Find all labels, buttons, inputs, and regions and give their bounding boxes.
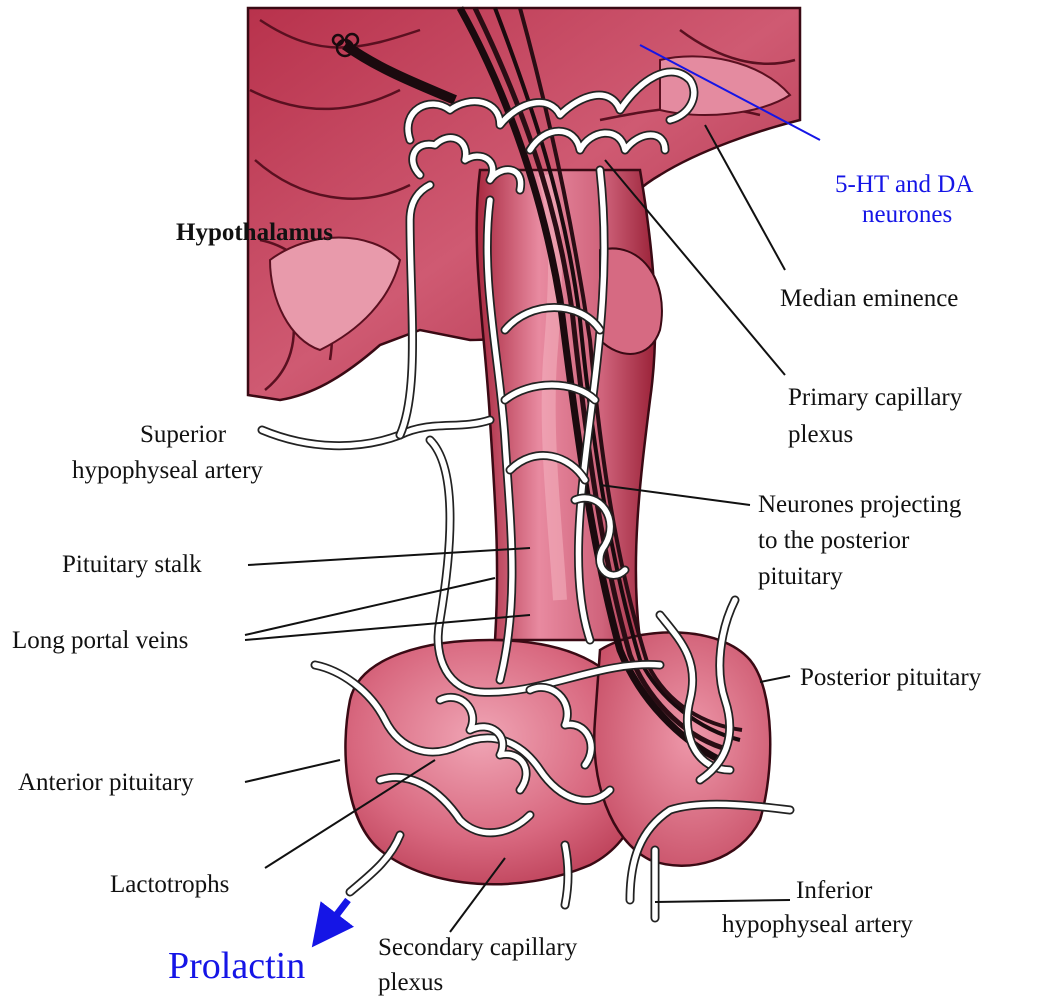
neurones-projecting-label-line1: Neurones projecting — [758, 491, 962, 518]
median-eminence-leader — [705, 125, 785, 270]
pituitary-stalk-label: Pituitary stalk — [62, 551, 202, 578]
anterior-pituitary-leader — [245, 760, 340, 782]
long-portal-leader-2 — [245, 615, 530, 640]
secondary-plexus-label-line2: plexus — [378, 969, 443, 996]
prolactin-arrow — [322, 900, 348, 934]
neurones-projecting-label-line2: to the posterior — [758, 527, 910, 554]
label-hypothalamus: Hypothalamus — [176, 219, 333, 246]
label-superior-artery: Superior hypophyseal artery — [72, 421, 263, 484]
ht-da-label-line2: neurones — [862, 201, 952, 228]
label-pituitary-stalk: Pituitary stalk — [62, 548, 530, 578]
neurones-projecting-label-line3: pituitary — [758, 563, 843, 590]
secondary-plexus-label-line1: Secondary capillary — [378, 934, 578, 961]
label-neurones-projecting: Neurones projecting to the posterior pit… — [600, 485, 962, 590]
lactotrophs-label: Lactotrophs — [110, 871, 229, 898]
long-portal-veins-label: Long portal veins — [12, 627, 188, 654]
long-portal-leader-1 — [245, 578, 495, 635]
posterior-pituitary-label: Posterior pituitary — [800, 664, 982, 691]
primary-plexus-label-line1: Primary capillary — [788, 384, 963, 411]
inferior-artery-label-line1: Inferior — [796, 877, 873, 904]
primary-plexus-label-line2: plexus — [788, 421, 853, 448]
inferior-artery-leader — [655, 900, 790, 902]
median-eminence-label: Median eminence — [780, 285, 958, 312]
label-anterior-pituitary: Anterior pituitary — [18, 760, 340, 796]
prolactin-label: Prolactin — [168, 945, 305, 987]
inferior-artery-label-line2: hypophyseal artery — [722, 911, 913, 938]
label-inferior-artery: Inferior hypophyseal artery — [655, 877, 913, 938]
label-prolactin: Prolactin — [168, 900, 348, 987]
superior-artery-label-line1: Superior — [140, 421, 227, 448]
ht-da-label-line1: 5-HT and DA — [835, 171, 973, 198]
pituitary-stalk-leader — [248, 548, 530, 565]
anterior-pituitary-label: Anterior pituitary — [18, 769, 194, 796]
label-posterior-pituitary: Posterior pituitary — [760, 664, 982, 691]
superior-artery-label-line2: hypophyseal artery — [72, 457, 263, 484]
posterior-pituitary-leader — [760, 676, 790, 682]
hypothalamus-label: Hypothalamus — [176, 219, 333, 246]
